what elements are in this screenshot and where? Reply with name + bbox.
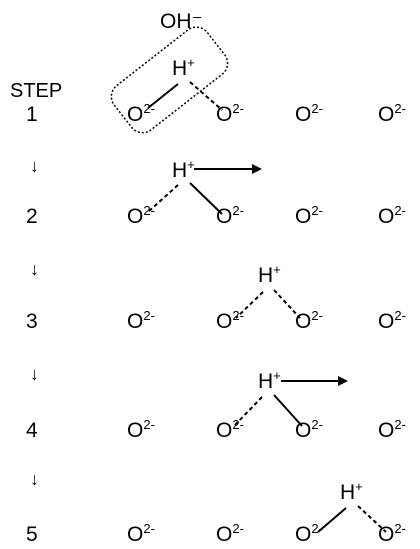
oxide-ion-step3-1-charge: 2- — [143, 308, 155, 323]
oxide-ion-step5-1-symbol: O — [127, 523, 144, 546]
oxide-ion-step2-3-charge: 2- — [311, 203, 323, 218]
oxide-ion-step5-3-charge: 2- — [311, 521, 323, 536]
proton-step4: H+ — [258, 368, 281, 393]
proton-step5-symbol: H — [340, 481, 356, 504]
oxide-ion-step3-4-charge: 2- — [394, 308, 406, 323]
bond-step1-2 — [189, 81, 223, 111]
oxide-ion-step4-4-symbol: O — [378, 419, 395, 442]
oxide-ion-step2-4: O2- — [378, 203, 406, 228]
oxide-ion-step2-3-symbol: O — [295, 205, 312, 228]
oxide-ion-step2-4-charge: 2- — [394, 203, 406, 218]
oxide-ion-step5-4-symbol: O — [378, 523, 395, 546]
oxide-ion-step4-4: O2- — [378, 417, 406, 442]
oxide-ion-step1-3-symbol: O — [295, 103, 312, 126]
oxide-ion-step1-4-charge: 2- — [394, 101, 406, 116]
oxide-ion-step3-1-symbol: O — [127, 310, 144, 333]
oxide-ion-step4-1-symbol: O — [127, 419, 144, 442]
oxide-ion-step1-1-charge: 2- — [143, 101, 155, 116]
proton-step5: H+ — [340, 479, 363, 504]
oxide-ion-step5-1: O2- — [127, 521, 155, 546]
oxide-ion-step1-2-symbol: O — [216, 103, 233, 126]
hydroxide-group-outline — [110, 26, 229, 134]
oxide-ion-step2-1-symbol: O — [127, 205, 144, 228]
oxide-ion-step2-2-symbol: O — [216, 205, 233, 228]
bond-step3-2 — [273, 289, 301, 319]
oxide-ion-step4-1-charge: 2- — [143, 417, 155, 432]
proton-step1: H+ — [172, 55, 195, 80]
step-number-2: 2 — [26, 205, 38, 228]
proton-step4-symbol: H — [258, 370, 274, 393]
proton-step5-charge: + — [355, 479, 363, 494]
oxide-ion-step2-2-charge: 2- — [232, 203, 244, 218]
oxide-ion-step2-1: O2- — [127, 203, 155, 228]
step-number-1: 1 — [26, 103, 38, 126]
proton-step2-symbol: H — [172, 159, 188, 182]
oxide-ion-step2-4-symbol: O — [378, 205, 395, 228]
oxide-ion-step4-3-charge: 2- — [311, 417, 323, 432]
oxide-ion-step4-2-charge: 2- — [232, 417, 244, 432]
oxide-ion-step3-2: O2- — [216, 308, 244, 333]
proton-step3: H+ — [258, 262, 281, 287]
oxide-ion-step3-2-charge: 2- — [232, 308, 244, 323]
oxide-ion-step4-2: O2- — [216, 417, 244, 442]
proton-step4-charge: + — [273, 368, 281, 383]
step-number-3: 3 — [26, 310, 38, 333]
oxide-ion-step5-4: O2- — [378, 521, 406, 546]
bond-step4-2 — [273, 394, 303, 427]
oxide-ion-step1-3: O2- — [295, 101, 323, 126]
oxide-ion-step1-4: O2- — [378, 101, 406, 126]
proton-step2-charge: + — [187, 157, 195, 172]
oxide-ion-step5-3: O2- — [295, 521, 323, 546]
oxide-ion-step4-3: O2- — [295, 417, 323, 442]
step-arrow-1: ↓ — [30, 156, 39, 176]
oxide-ion-step2-1-charge: 2- — [143, 203, 155, 218]
oxide-ion-step4-1: O2- — [127, 417, 155, 442]
oxide-ion-step2-2: O2- — [216, 203, 244, 228]
oxide-ion-step1-3-charge: 2- — [311, 101, 323, 116]
oxide-ion-step3-3-charge: 2- — [311, 308, 323, 323]
bond-step3-1 — [235, 291, 264, 319]
bond-step1-1 — [147, 83, 179, 109]
step-arrow-2: ↓ — [30, 259, 39, 279]
proton-step2: H+ — [172, 157, 195, 182]
proton-step1-symbol: H — [172, 57, 188, 80]
oxide-ion-step1-1-symbol: O — [127, 103, 144, 126]
step-number-5: 5 — [26, 523, 38, 546]
proton-step1-charge: + — [187, 55, 195, 70]
oxide-ion-step3-1: O2- — [127, 308, 155, 333]
proton-move-arrow-step4-head — [338, 376, 348, 386]
hydroxide-label: OH⁻ — [160, 10, 203, 33]
bond-step5-2 — [357, 505, 387, 533]
oxide-ion-step5-2-charge: 2- — [232, 521, 244, 536]
step-header: STEP — [10, 80, 63, 102]
oxide-ion-step4-2-symbol: O — [216, 419, 233, 442]
step-arrow-4: ↓ — [30, 469, 39, 489]
oxide-ion-step3-4: O2- — [378, 308, 406, 333]
step-number-4: 4 — [26, 419, 38, 442]
bond-step5-1 — [317, 507, 347, 533]
bond-step2-2 — [189, 182, 223, 215]
step-arrow-3: ↓ — [30, 364, 39, 384]
oxide-ion-step1-1: O2- — [127, 101, 155, 126]
oxide-ion-step4-3-symbol: O — [295, 419, 312, 442]
oxide-ion-step1-4-symbol: O — [378, 103, 395, 126]
oxide-ion-step1-2-charge: 2- — [232, 101, 244, 116]
oxide-ion-step5-3-symbol: O — [295, 523, 312, 546]
oxide-ion-step2-3: O2- — [295, 203, 323, 228]
proton-step3-charge: + — [273, 262, 281, 277]
oxide-ion-step5-2: O2- — [216, 521, 244, 546]
oxide-ion-step3-4-symbol: O — [378, 310, 395, 333]
oxide-ion-step5-1-charge: 2- — [143, 521, 155, 536]
oxide-ion-step3-2-symbol: O — [216, 310, 233, 333]
oxide-ion-step4-4-charge: 2- — [394, 417, 406, 432]
oxide-ion-step3-3: O2- — [295, 308, 323, 333]
oxide-ion-step5-4-charge: 2- — [394, 521, 406, 536]
oxide-ion-step3-3-symbol: O — [295, 310, 312, 333]
proton-move-arrow-step2-head — [252, 164, 262, 174]
proton-step3-symbol: H — [258, 264, 274, 287]
oxide-ion-step5-2-symbol: O — [216, 523, 233, 546]
oxide-ion-step1-2: O2- — [216, 101, 244, 126]
